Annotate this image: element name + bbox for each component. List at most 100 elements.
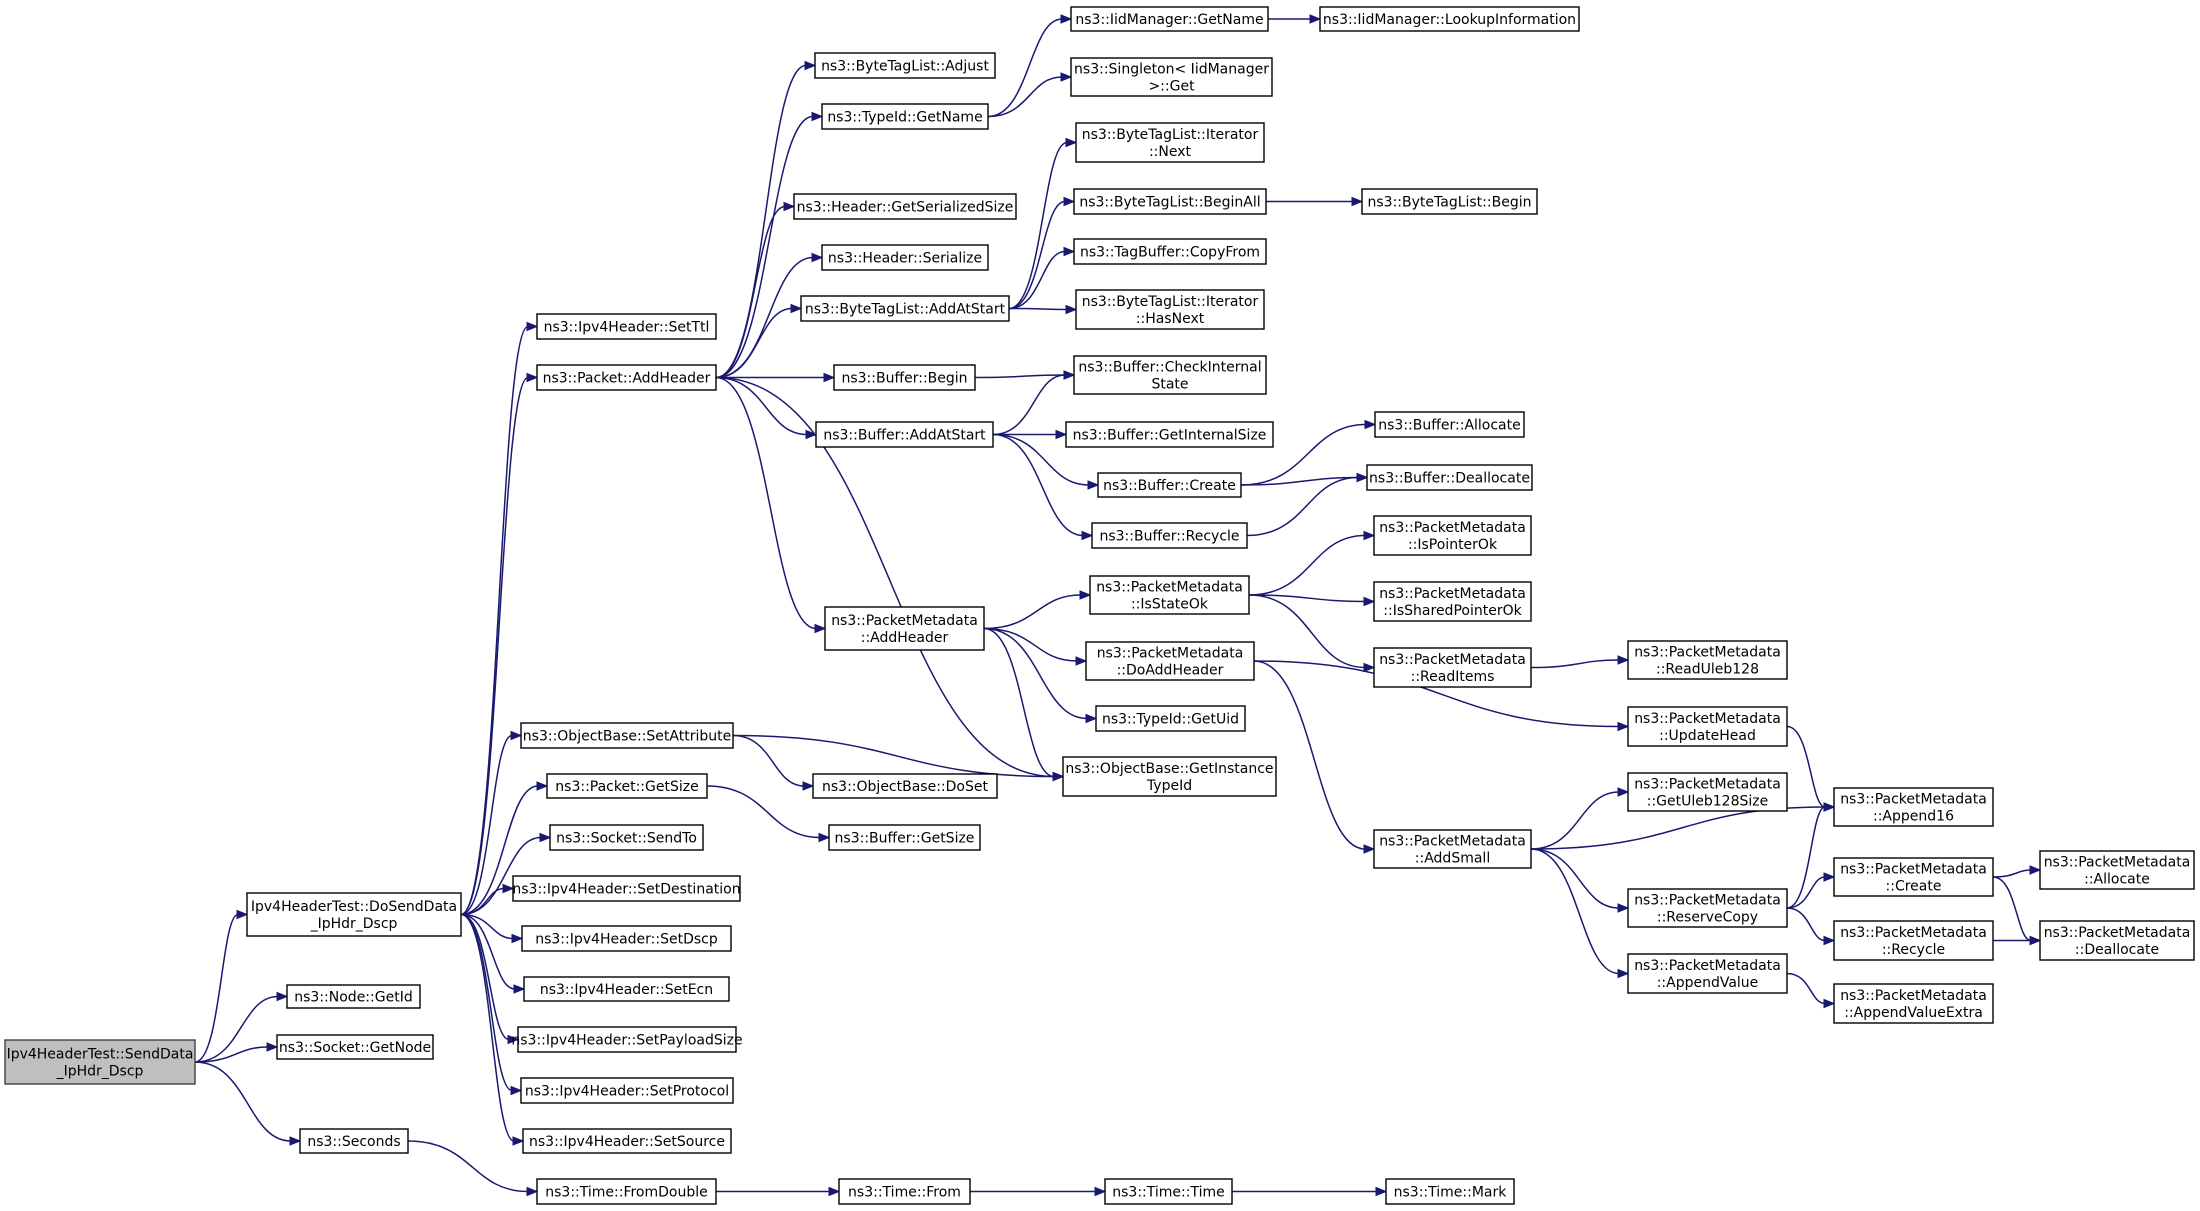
node-box: [549, 824, 704, 851]
node-setDscp[interactable]: ns3::Ipv4Header::SetDscp: [521, 925, 732, 952]
node-hdrSerialize[interactable]: ns3::Header::Serialize: [821, 244, 989, 271]
node-btlIterNext[interactable]: ns3::ByteTagList::Iterator::Next: [1075, 122, 1265, 163]
node-sendTo[interactable]: ns3::Socket::SendTo: [549, 824, 704, 851]
node-timeFrom[interactable]: ns3::Time::From: [838, 1178, 971, 1205]
arrowhead-doSend-addHeader: [526, 372, 539, 383]
node-seconds[interactable]: ns3::Seconds: [299, 1128, 409, 1154]
node-bufGetIntSize[interactable]: ns3::Buffer::GetInternalSize: [1065, 421, 1274, 448]
node-pmAppend16[interactable]: ns3::PacketMetadata::Append16: [1833, 787, 1994, 827]
node-pmUpdateHead[interactable]: ns3::PacketMetadata::UpdateHead: [1627, 706, 1788, 747]
node-setProto[interactable]: ns3::Ipv4Header::SetProtocol: [520, 1077, 734, 1104]
node-label: ::IsStateOk: [1131, 597, 1209, 613]
node-pmAddSmall[interactable]: ns3::PacketMetadata::AddSmall: [1373, 829, 1532, 869]
node-pmReserveCopy[interactable]: ns3::PacketMetadata::ReserveCopy: [1627, 888, 1788, 928]
node-setTtl[interactable]: ns3::Ipv4Header::SetTtl: [536, 313, 717, 340]
node-box: [1366, 464, 1533, 491]
arrowhead-typeIdGetName-singletonGet: [1060, 72, 1073, 82]
node-box: [4, 1039, 196, 1085]
node-pmAddHeader[interactable]: ns3::PacketMetadata::AddHeader: [824, 606, 985, 651]
arrowhead-pmAddSmall-pmAppendValue: [1617, 968, 1630, 979]
node-iidLookup[interactable]: ns3::IidManager::LookupInformation: [1319, 6, 1580, 32]
node-setDest[interactable]: ns3::Ipv4Header::SetDestination: [512, 875, 741, 902]
node-btlBegin[interactable]: ns3::ByteTagList::Begin: [1361, 188, 1538, 215]
edge-addHeader-typeIdGetName: [715, 115, 814, 379]
node-tagBufCopy[interactable]: ns3::TagBuffer::CopyFrom: [1073, 238, 1267, 265]
node-btlAdjust[interactable]: ns3::ByteTagList::Adjust: [814, 52, 996, 79]
node-doSend[interactable]: Ipv4HeaderTest::DoSendData_IpHdr_Dscp: [246, 892, 462, 937]
node-obDoSet[interactable]: ns3::ObjectBase::DoSet: [812, 773, 998, 799]
arrowhead-pmAddSmall-pmGetUlebSize: [1617, 787, 1630, 797]
arrowhead-pktGetSize-bufGetSize: [818, 832, 831, 843]
node-label: ns3::Buffer::Allocate: [1378, 418, 1521, 434]
node-bufGetSize[interactable]: ns3::Buffer::GetSize: [828, 824, 981, 851]
node-btlIterHasNext[interactable]: ns3::ByteTagList::Iterator::HasNext: [1075, 289, 1265, 330]
node-box: [793, 193, 1017, 220]
node-bufCreate[interactable]: ns3::Buffer::Create: [1097, 472, 1242, 498]
node-timeTime[interactable]: ns3::Time::Time: [1104, 1178, 1233, 1205]
node-pmCreate[interactable]: ns3::PacketMetadata::Create: [1833, 857, 1994, 897]
node-timeMark[interactable]: ns3::Time::Mark: [1385, 1178, 1515, 1205]
node-bufDealloc[interactable]: ns3::Buffer::Deallocate: [1366, 464, 1533, 491]
node-pmDealloc[interactable]: ns3::PacketMetadata::Deallocate: [2039, 920, 2195, 961]
node-pmIsStateOk[interactable]: ns3::PacketMetadata::IsStateOk: [1089, 575, 1250, 615]
node-iidGetName[interactable]: ns3::IidManager::GetName: [1070, 6, 1269, 32]
node-label: ns3::Buffer::Begin: [841, 371, 967, 387]
node-root[interactable]: Ipv4HeaderTest::SendData_IpHdr_Dscp: [4, 1039, 196, 1085]
node-box: [1065, 421, 1274, 448]
node-pmAppendValueExtra[interactable]: ns3::PacketMetadata::AppendValueExtra: [1833, 983, 1994, 1024]
node-btlAddAtStart[interactable]: ns3::ByteTagList::AddAtStart: [800, 295, 1010, 322]
node-box: [522, 1128, 732, 1154]
node-pmIsShared[interactable]: ns3::PacketMetadata::IsSharedPointerOk: [1373, 581, 1532, 622]
node-label: ::DoAddHeader: [1117, 663, 1224, 679]
node-pmAllocate[interactable]: ns3::PacketMetadata::Allocate: [2039, 850, 2195, 890]
node-pmRecycle[interactable]: ns3::PacketMetadata::Recycle: [1833, 920, 1994, 961]
node-hdrSerSize[interactable]: ns3::Header::GetSerializedSize: [793, 193, 1017, 220]
node-setPayload[interactable]: ns3::Ipv4Header::SetPayloadSize: [511, 1026, 743, 1053]
edge-pmReserveCopy-pmAppend16: [1786, 806, 1826, 909]
node-pktGetSize[interactable]: ns3::Packet::GetSize: [546, 773, 708, 799]
arrowhead-addHeader-hdrSerialize: [811, 252, 824, 263]
node-setEcn[interactable]: ns3::Ipv4Header::SetEcn: [523, 976, 730, 1002]
node-label: ns3::IidManager::GetName: [1075, 12, 1263, 28]
node-label: State: [1151, 377, 1188, 393]
node-pmGetUlebSize[interactable]: ns3::PacketMetadata::GetUleb128Size: [1627, 772, 1788, 812]
node-bufBegin[interactable]: ns3::Buffer::Begin: [833, 364, 976, 391]
arrowhead-pmIsStateOk-pmIsShared: [1363, 596, 1376, 607]
node-nodeGetId[interactable]: ns3::Node::GetId: [286, 984, 421, 1009]
node-label: ::ReadUleb128: [1656, 662, 1759, 678]
node-sockGetNode[interactable]: ns3::Socket::GetNode: [276, 1034, 434, 1060]
node-label: ns3::PacketMetadata: [1634, 893, 1781, 909]
node-fromDouble[interactable]: ns3::Time::FromDouble: [536, 1178, 717, 1205]
arrowhead-bufAddAtStart-bufRecycle: [1081, 530, 1094, 541]
node-pmAppendValue[interactable]: ns3::PacketMetadata::AppendValue: [1627, 953, 1788, 994]
node-addHeader[interactable]: ns3::Packet::AddHeader: [536, 364, 717, 391]
node-setSource[interactable]: ns3::Ipv4Header::SetSource: [522, 1128, 732, 1154]
node-label: ::ReserveCopy: [1657, 910, 1758, 926]
node-label: ns3::PacketMetadata: [1634, 958, 1781, 974]
node-label: Ipv4HeaderTest::DoSendData: [251, 899, 457, 915]
node-pmIsPtrOk[interactable]: ns3::PacketMetadata::IsPointerOk: [1373, 515, 1532, 556]
node-bufAllocate[interactable]: ns3::Buffer::Allocate: [1374, 411, 1525, 438]
node-label: ns3::Time::Mark: [1394, 1185, 1508, 1201]
arrowhead-doSend-sendTo: [539, 832, 552, 843]
edge-addHeader-obGetInst: [715, 376, 1055, 778]
node-singletonGet[interactable]: ns3::Singleton< IidManager>::Get: [1070, 57, 1273, 97]
edge-pmIsStateOk-pmIsShared: [1248, 594, 1366, 603]
node-label: ns3::ByteTagList::BeginAll: [1079, 195, 1260, 211]
arrowhead-iidGetName-iidLookup: [1309, 14, 1322, 24]
node-box: [1833, 857, 1994, 897]
edge-pmUpdateHead-pmAppend16: [1786, 725, 1826, 808]
node-pmReadItems[interactable]: ns3::PacketMetadata::ReadItems: [1373, 647, 1532, 688]
node-bufAddAtStart[interactable]: ns3::Buffer::AddAtStart: [815, 421, 994, 448]
node-typeIdGetUid[interactable]: ns3::TypeId::GetUid: [1095, 705, 1246, 732]
node-typeIdGetName[interactable]: ns3::TypeId::GetName: [821, 103, 989, 130]
node-btlBeginAll[interactable]: ns3::ByteTagList::BeginAll: [1073, 188, 1267, 215]
node-box: [1627, 706, 1788, 747]
node-bufRecycle[interactable]: ns3::Buffer::Recycle: [1091, 522, 1248, 549]
node-label: ns3::Buffer::Deallocate: [1369, 471, 1530, 487]
node-pmDoAddHeader[interactable]: ns3::PacketMetadata::DoAddHeader: [1085, 641, 1255, 681]
node-pmReadUleb[interactable]: ns3::PacketMetadata::ReadUleb128: [1627, 640, 1788, 680]
node-setAttr[interactable]: ns3::ObjectBase::SetAttribute: [520, 722, 734, 749]
